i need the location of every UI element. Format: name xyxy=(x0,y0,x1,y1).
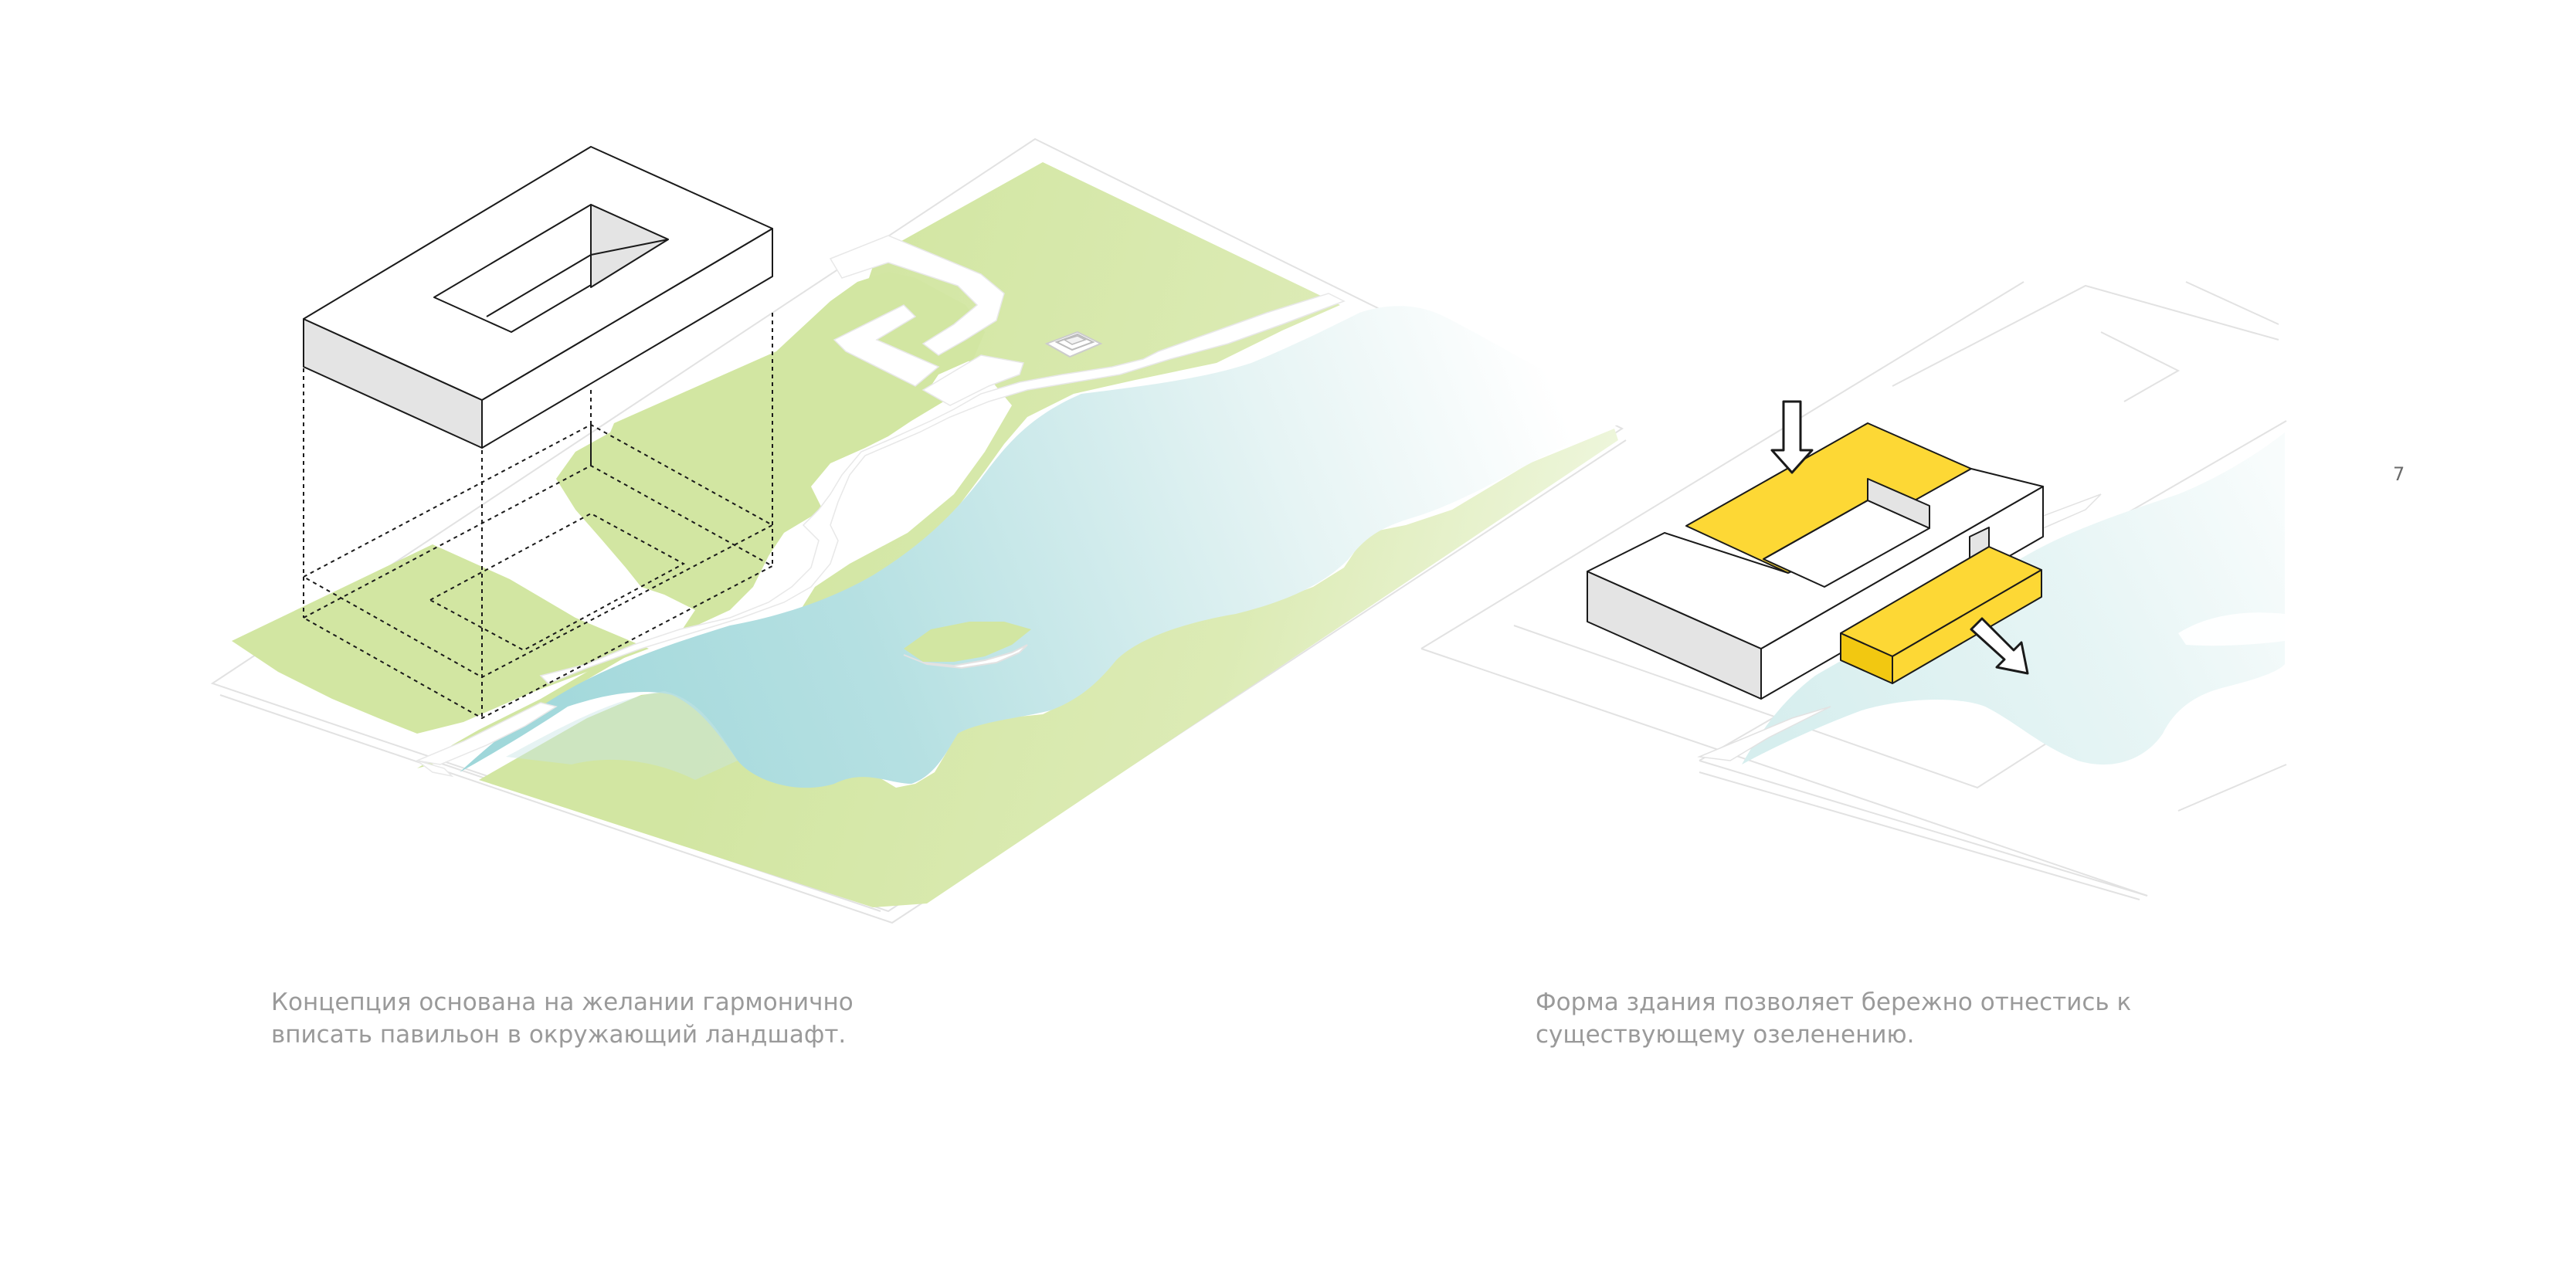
caption-building-form: Форма здания позволяет бережно отнестись… xyxy=(1536,986,2131,1051)
building-form-diagram xyxy=(1420,281,2287,900)
caption-building-form-line2: существующему озеленению. xyxy=(1536,1021,1915,1049)
paths xyxy=(415,235,1346,778)
yellow-block xyxy=(1840,546,2042,684)
u-shaped-building xyxy=(1587,422,2044,700)
page-number: 7 xyxy=(2393,463,2405,485)
caption-concept: Концепция основана на желании гармонично… xyxy=(271,986,854,1051)
caption-concept-line2: вписать павильон в окружающий ландшафт. xyxy=(271,1021,847,1049)
floating-building-volume xyxy=(303,146,773,449)
island xyxy=(904,622,1031,662)
arrow-diagonal-icon xyxy=(1970,617,2029,675)
lawn-south xyxy=(479,429,1618,907)
lawn-west xyxy=(232,544,649,734)
arrow-down-icon xyxy=(1770,400,1814,474)
water-body xyxy=(460,306,1618,788)
site-plan xyxy=(1420,281,2287,900)
island-shore xyxy=(903,644,1028,670)
caption-building-form-line1: Форма здания позволяет бережно отнестись… xyxy=(1536,988,2132,1016)
concept-landscape-diagram xyxy=(210,137,1627,924)
gazebo xyxy=(1044,331,1103,358)
caption-concept-line1: Концепция основана на желании гармонично xyxy=(271,988,854,1016)
lawn-central xyxy=(417,272,985,768)
dashed-projection xyxy=(301,313,775,720)
